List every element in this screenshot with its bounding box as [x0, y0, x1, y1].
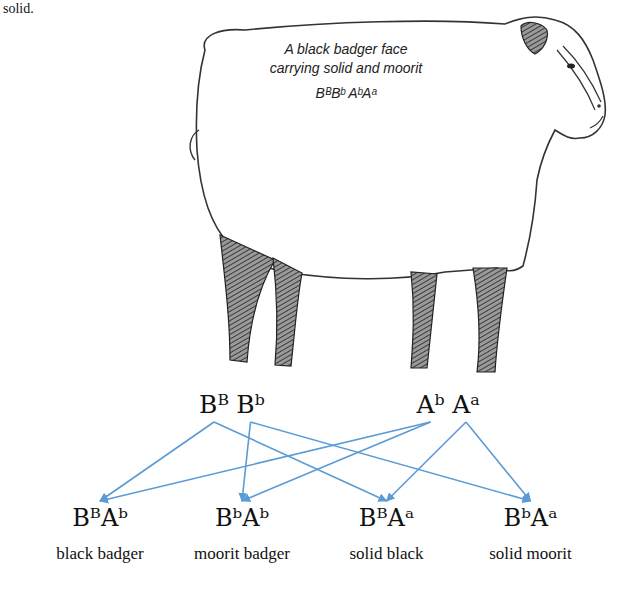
phenotype-text: solid moorit: [485, 543, 576, 565]
offspring-box: BᴮAᵃ solid black: [345, 503, 428, 565]
phenotype-text: moorit badger: [190, 543, 294, 565]
offspring-box: BᵇAᵃ solid moorit: [485, 503, 576, 565]
allele-label: Bᴮ: [195, 390, 233, 420]
sheep-body: [196, 17, 605, 279]
allele-text: Bᴮ: [195, 390, 233, 420]
allele-label: Aᵇ: [412, 390, 449, 420]
allele-text: Aᵃ: [448, 390, 484, 420]
inheritance-arrow: [242, 422, 431, 501]
genotype-text: BᴮAᵃ: [345, 503, 428, 533]
note-fragment: solid.: [3, 1, 34, 17]
sheep-ear: [521, 23, 547, 54]
offspring-box: BᵇAᵇ moorit badger: [190, 503, 294, 565]
genotype-text: BᴮAᵇ: [52, 503, 148, 533]
inheritance-arrow: [251, 422, 531, 501]
genotype-text: BᵇAᵃ: [485, 503, 576, 533]
sheep-mouth: [590, 116, 603, 128]
face-stripe: [557, 46, 601, 110]
allele-text: Aᵇ: [412, 390, 449, 420]
inheritance-arrow: [100, 422, 214, 501]
allele-text: Bᵇ: [232, 390, 269, 420]
offspring-box: BᴮAᵇ black badger: [52, 503, 148, 565]
sheep-eye: [567, 64, 575, 69]
inheritance-arrow: [100, 422, 431, 501]
sheep-leg: [273, 258, 302, 366]
inheritance-arrow: [242, 422, 251, 501]
note-text: BᴮBᵇ AᵇAᵃ: [267, 84, 425, 103]
phenotype-text: solid black: [345, 543, 428, 565]
sheep-nostril: [597, 104, 601, 108]
sheep-figure: A black badger face carrying solid and m…: [175, 10, 610, 380]
inheritance-arrow: [466, 422, 531, 501]
sheep-leg: [220, 235, 275, 362]
note-text: A black badger face carrying solid and m…: [267, 40, 425, 78]
allele-label: Bᵇ: [232, 390, 269, 420]
sheep-leg: [411, 272, 437, 368]
inheritance-arrow: [214, 422, 387, 501]
genotype-text: BᵇAᵇ: [190, 503, 294, 533]
phenotype-text: black badger: [52, 543, 148, 565]
sheep-note: A black badger face carrying solid and m…: [267, 40, 425, 103]
sheep-leg: [473, 268, 507, 372]
allele-label: Aᵃ: [448, 390, 484, 420]
sheep-tail: [190, 130, 199, 160]
inheritance-arrow: [387, 422, 467, 501]
